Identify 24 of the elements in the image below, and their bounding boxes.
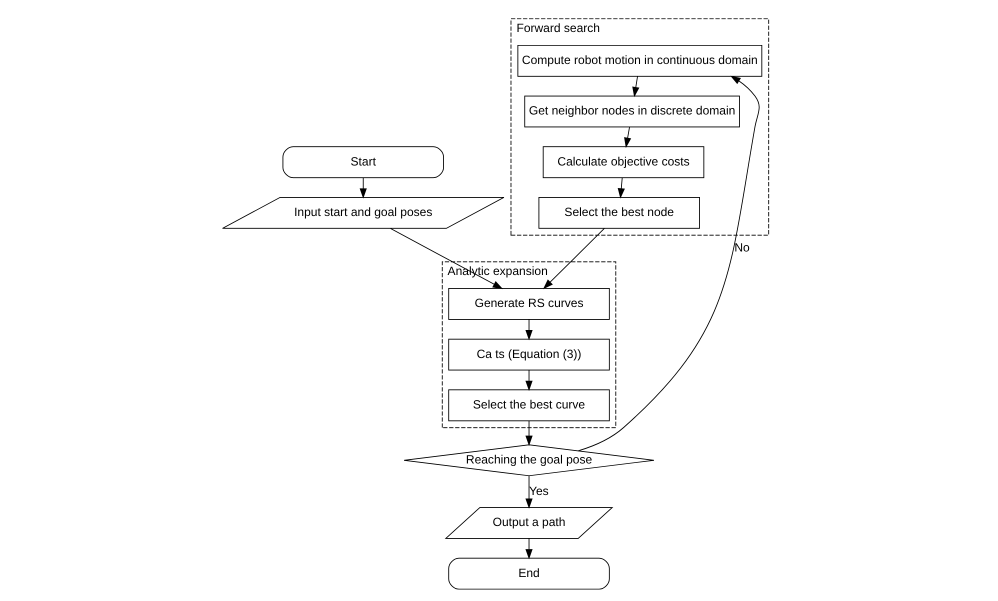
node-box: Calculate objective costs: [542, 146, 704, 178]
arrow: [525, 420, 533, 446]
edge-label: Yes: [529, 484, 549, 498]
node-box: Select the best node: [538, 196, 700, 229]
arrow: [525, 475, 533, 509]
node-box: Get neighbor nodes in discrete domain: [524, 96, 740, 128]
node-diamond: Reaching the goal pose: [404, 444, 654, 476]
node-box: Compute robot motion in continuous domain: [517, 44, 762, 77]
arrow: [578, 76, 760, 452]
arrow: [525, 370, 533, 392]
node-box: Ca ts (Equation (3)): [448, 338, 610, 370]
node-box: Select the best curve: [448, 389, 610, 422]
node-box: End: [448, 558, 610, 590]
arrow: [624, 126, 632, 148]
arrow: [618, 177, 625, 199]
edge-label: No: [734, 240, 750, 255]
arrow: [525, 319, 533, 340]
arrow: [390, 228, 504, 290]
arrow: [543, 228, 605, 290]
arrow: [632, 76, 640, 98]
node-box: Start: [282, 146, 444, 178]
arrow: [360, 177, 367, 199]
node-box: Generate RS curves: [448, 288, 610, 320]
arrow: [525, 538, 533, 560]
